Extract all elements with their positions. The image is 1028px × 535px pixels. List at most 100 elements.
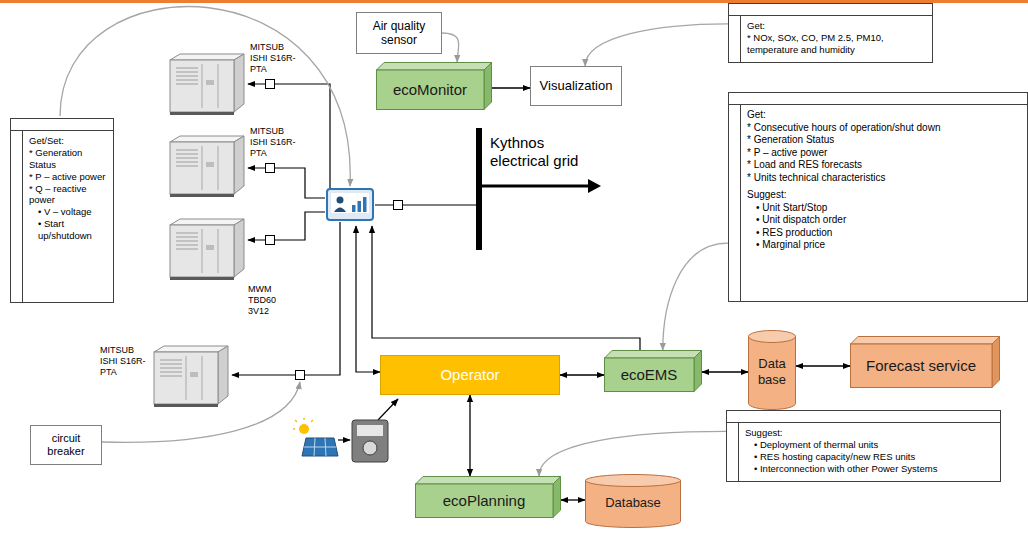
callout-item: * Load and RES forecasts bbox=[747, 159, 1021, 172]
callout-item: • RES hosting capacity/new RES units bbox=[745, 451, 994, 463]
meter-line bbox=[378, 399, 398, 420]
callout-item: • Start up/shutdown bbox=[29, 218, 107, 242]
node-label: Database bbox=[605, 495, 661, 511]
pv-panel bbox=[302, 438, 338, 456]
cylinder-top bbox=[586, 475, 681, 487]
data-flow-arrow bbox=[702, 371, 748, 372]
database-cylinder: Database bbox=[585, 474, 681, 528]
cylinder-body bbox=[586, 480, 681, 528]
meter-body bbox=[352, 420, 388, 462]
node-label: ecoMonitor bbox=[393, 81, 467, 99]
cylinder-body bbox=[749, 336, 796, 409]
box-top-face bbox=[416, 477, 561, 485]
feeder-line bbox=[232, 222, 340, 375]
callout-arrow bbox=[539, 431, 726, 476]
callout-item: * Units technical characteristics bbox=[747, 172, 1021, 185]
callout-heading: Suggest: bbox=[745, 427, 994, 439]
callout-item: • RES production bbox=[747, 227, 1021, 240]
callout-item: • Unit dispatch order bbox=[747, 214, 1021, 227]
display-box: Visualization bbox=[530, 66, 622, 106]
callout-table: Suggest:• Deployment of thermal units• R… bbox=[726, 410, 1001, 482]
callout-leader bbox=[102, 382, 300, 442]
node-label: Visualization bbox=[540, 78, 613, 94]
breaker-square bbox=[296, 371, 305, 380]
box-side-face bbox=[553, 477, 561, 518]
callout-item: • V – voltage bbox=[29, 206, 107, 218]
node-label: Operator bbox=[440, 366, 499, 384]
controller-screen bbox=[331, 193, 369, 213]
callout-table: Get:* Consecutive hours of operation/shu… bbox=[728, 92, 1028, 302]
controller-bar bbox=[363, 197, 367, 212]
box-top-face bbox=[377, 63, 492, 71]
box-front-face bbox=[851, 344, 993, 388]
table-side-cell bbox=[727, 423, 739, 481]
table-header-cell bbox=[11, 119, 113, 131]
callout-arrow bbox=[585, 24, 728, 66]
controller-bar bbox=[358, 201, 362, 212]
table-side-cell bbox=[11, 131, 23, 302]
table-header-cell bbox=[729, 93, 1027, 105]
box-front-face bbox=[416, 484, 554, 518]
box-front-face bbox=[377, 70, 485, 110]
callout-heading: Get/Set: bbox=[29, 135, 107, 147]
callout-arrow bbox=[663, 243, 728, 350]
service-box: Forecast service bbox=[850, 336, 1000, 388]
box-top-face bbox=[851, 337, 1000, 345]
breaker-symbols bbox=[266, 80, 403, 380]
meter-icon bbox=[352, 420, 388, 462]
unit-label: MWM TBD60 3V12 bbox=[248, 284, 284, 316]
cylinder-top bbox=[749, 331, 796, 343]
operator-box: Operator bbox=[380, 355, 560, 395]
controller-icon bbox=[327, 189, 373, 220]
pv-icon bbox=[293, 418, 338, 456]
generator-icon bbox=[170, 54, 244, 115]
controller-frame bbox=[327, 189, 373, 220]
feeder-line bbox=[248, 84, 330, 188]
note-box: circuit breaker bbox=[30, 425, 102, 465]
controller-bar bbox=[352, 205, 356, 212]
unit-label: MITSUB ISHI S16R- PTA bbox=[250, 42, 300, 74]
data-flow-arrow bbox=[492, 87, 530, 88]
control-line bbox=[372, 226, 640, 350]
box-side-face bbox=[694, 351, 702, 392]
box-side-face bbox=[992, 337, 1000, 388]
callout-item: * Consecutive hours of operation/shut do… bbox=[747, 122, 1021, 135]
feeder-line bbox=[248, 168, 325, 198]
callout-heading: Get: bbox=[747, 109, 1021, 122]
grid-line bbox=[375, 204, 478, 205]
callout-item: * Q – reactive power bbox=[29, 183, 107, 207]
module-box: ecoMonitor bbox=[376, 62, 492, 110]
data-flow-arrow bbox=[469, 395, 470, 476]
unit-label: MITSUB ISHI S16R- PTA bbox=[100, 345, 150, 377]
module-box: ecoPlanning bbox=[415, 476, 561, 518]
callout-item: • Deployment of thermal units bbox=[745, 439, 994, 451]
data-flow-arrow bbox=[561, 499, 585, 500]
sun-rays bbox=[293, 418, 313, 429]
callout-item: • Marginal price bbox=[747, 239, 1021, 252]
callout-item: * Generation Status bbox=[747, 134, 1021, 147]
box-front-face bbox=[605, 358, 695, 392]
breaker-square bbox=[266, 164, 275, 173]
table-header-cell bbox=[727, 411, 1000, 423]
callout-item: Suggest: bbox=[747, 189, 1021, 202]
grid-label: Kythnos electrical grid bbox=[490, 134, 598, 170]
node-label: ecoPlanning bbox=[443, 492, 526, 510]
callout-table: Get:* NOx, SOx, CO, PM 2.5, PM10, temper… bbox=[728, 3, 933, 63]
sensor-box: Air quality sensor bbox=[356, 12, 442, 54]
callout-item: * P – active power bbox=[29, 171, 107, 183]
module-box: ecoEMS bbox=[604, 350, 702, 392]
node-label: circuit breaker bbox=[37, 432, 95, 458]
meter-dial bbox=[363, 441, 377, 455]
callout-arrow bbox=[442, 33, 459, 62]
unit-label: MITSUB ISHI S16R- PTA bbox=[250, 126, 300, 158]
node-label: ecoEMS bbox=[621, 366, 678, 384]
pv-line bbox=[338, 439, 350, 440]
callout-item: * P – active power bbox=[747, 147, 1021, 160]
meter-display bbox=[357, 425, 383, 436]
feeder-line bbox=[248, 212, 325, 240]
data-flow-arrow bbox=[560, 374, 604, 375]
data-flow-arrow bbox=[796, 365, 850, 366]
box-side-face bbox=[484, 63, 492, 110]
box-top-face bbox=[605, 351, 702, 359]
